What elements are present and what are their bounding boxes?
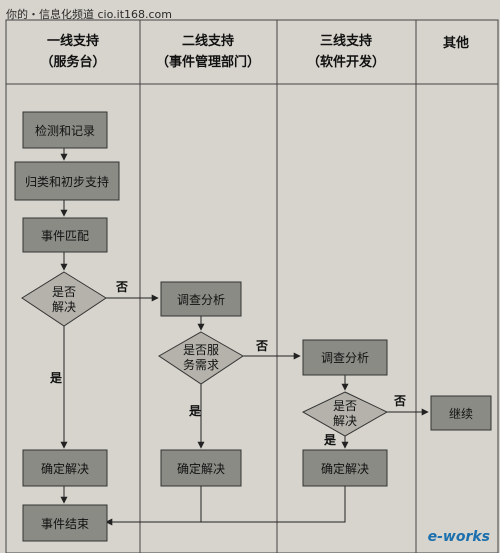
lane-title-other: 其他 — [443, 35, 469, 51]
lane-subtitle-third-line: （软件开发） — [307, 54, 385, 70]
edge-label-no-1: 否 — [115, 280, 128, 294]
decision-service-request-line1: 是否服 — [183, 343, 219, 357]
lane-title-third-line: 三线支持 — [320, 33, 372, 49]
decision-resolved-1-line2: 解决 — [52, 300, 76, 314]
edge-label-no-2: 否 — [255, 339, 268, 353]
step-analyze-2 — [160, 281, 242, 317]
step-classify — [14, 161, 120, 201]
step-classify-label: 归类和初步支持 — [25, 174, 109, 189]
step-analyze-3 — [302, 339, 388, 376]
edge-label-yes-1: 是 — [49, 371, 63, 385]
edge-confirm2-close — [105, 486, 202, 526]
step-confirm-2 — [160, 449, 242, 487]
decision-resolved-3-line1: 是否 — [333, 399, 357, 413]
decision-service-request-line2: 务需求 — [183, 357, 219, 372]
lane-title-second-line: 二线支持 — [182, 33, 234, 49]
step-confirm-1-label: 确定解决 — [41, 461, 89, 476]
step-match-label: 事件匹配 — [41, 229, 89, 243]
decision-resolved-3-line2: 解决 — [333, 414, 357, 428]
step-continue — [430, 395, 492, 431]
edge-label-yes-3: 是 — [323, 433, 337, 447]
step-analyze-2-label: 调查分析 — [177, 293, 225, 307]
step-confirm-1 — [22, 449, 108, 487]
decision-resolved-3 — [301, 391, 389, 437]
step-match — [22, 217, 108, 253]
decision-resolved-1 — [21, 271, 107, 327]
step-detect-record — [22, 111, 108, 149]
lane-subtitle-frontline: （服务台） — [40, 54, 105, 70]
step-close — [22, 504, 108, 542]
decision-service-request — [158, 331, 244, 385]
step-confirm-2-label: 确定解决 — [177, 461, 225, 476]
watermark-text: 你的・信息化频道 cio.it168.com — [6, 8, 172, 21]
swimlane-frame — [5, 19, 499, 553]
edge-confirm3-close — [201, 486, 346, 523]
e-works-logo: e-works — [427, 529, 490, 545]
step-detect-record-label: 检测和记录 — [35, 123, 95, 138]
step-confirm-3 — [302, 449, 388, 487]
decision-resolved-1-line1: 是否 — [52, 285, 76, 299]
step-close-label: 事件结束 — [41, 517, 89, 531]
step-confirm-3-label: 确定解决 — [321, 461, 369, 476]
edge-label-no-3: 否 — [393, 394, 406, 408]
lane-subtitle-second-line: （事件管理部门） — [156, 54, 260, 70]
edge-label-yes-2: 是 — [188, 404, 202, 418]
step-continue-label: 继续 — [449, 407, 473, 421]
step-analyze-3-label: 调查分析 — [321, 351, 369, 365]
lane-title-frontline: 一线支持 — [47, 33, 99, 49]
